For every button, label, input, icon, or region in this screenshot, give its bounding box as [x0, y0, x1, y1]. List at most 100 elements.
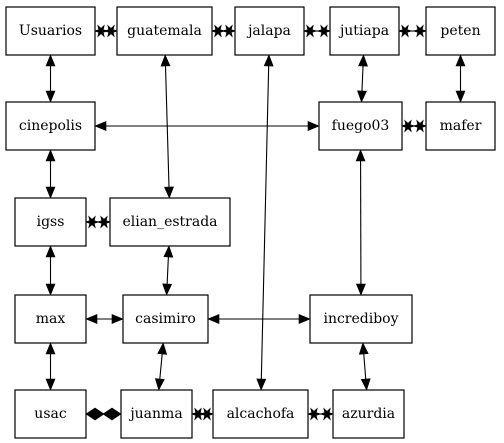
- node-label: Usuarios: [19, 23, 82, 39]
- edge-fuego03-incrediboy: [355, 149, 366, 296]
- diamond-head-icon: [102, 407, 122, 421]
- star-head-icon: [84, 215, 100, 229]
- arrow-head-icon: [111, 314, 124, 324]
- node-max: max: [14, 294, 87, 344]
- edge-usuarios-guatemala: [93, 24, 119, 38]
- edge-jutiapa-peten: [397, 24, 428, 38]
- node-box: [332, 389, 405, 439]
- node-igss: igss: [14, 197, 87, 247]
- node-box: [109, 197, 231, 247]
- arrow-head-icon: [455, 90, 466, 103]
- arrow-head-icon: [298, 314, 311, 324]
- star-head-icon: [306, 407, 322, 421]
- edge-cinepolis-igss: [45, 149, 56, 199]
- arrow-head-icon: [45, 283, 56, 296]
- node-box: [14, 197, 87, 247]
- node-casimiro: casimiro: [122, 294, 209, 344]
- arrow-head-icon: [358, 54, 368, 67]
- edge-elian_estrada-casimiro: [162, 245, 174, 296]
- node-peten: peten: [425, 6, 496, 56]
- edge-line: [159, 351, 163, 382]
- edge-line: [260, 63, 270, 382]
- node-jalapa: jalapa: [234, 6, 305, 56]
- node-box: [14, 294, 87, 344]
- edge-line: [363, 351, 367, 382]
- node-label: mafer: [440, 118, 482, 134]
- node-box: [309, 294, 413, 344]
- arrow-head-icon: [45, 149, 56, 162]
- node-fuego03: fuego03: [318, 101, 403, 151]
- node-label: jalapa: [246, 23, 291, 39]
- edge-jalapa-jutiapa: [302, 24, 332, 38]
- node-label: elian_estrada: [122, 214, 217, 230]
- node-box: [318, 101, 403, 151]
- star-head-icon: [319, 407, 335, 421]
- node-incrediboy: incrediboy: [309, 294, 413, 344]
- arrow-head-icon: [263, 54, 274, 67]
- node-cinepolis: cinepolis: [5, 101, 96, 151]
- node-box: [425, 101, 496, 151]
- edge-incrediboy-azurdia: [358, 342, 371, 391]
- arrow-head-icon: [455, 54, 466, 67]
- node-alcachofa: alcachofa: [212, 389, 309, 439]
- edge-cinepolis-fuego03: [94, 121, 320, 131]
- edge-fuego03-mafer: [400, 119, 428, 133]
- node-label: guatemala: [127, 23, 202, 39]
- arrow-head-icon: [45, 54, 56, 67]
- nodes-layer: Usuarios guatemala jalapa jutiapa peten cinep…: [5, 6, 496, 439]
- star-head-icon: [412, 24, 428, 38]
- edge-usac-juanma: [85, 407, 122, 421]
- node-usac: usac: [14, 389, 87, 439]
- arrow-head-icon: [45, 90, 56, 103]
- node-label: fuego03: [332, 118, 390, 134]
- node-jutiapa: jutiapa: [329, 6, 400, 56]
- arrow-head-icon: [207, 314, 220, 324]
- arrow-head-icon: [45, 186, 56, 199]
- star-head-icon: [316, 24, 332, 38]
- star-head-icon: [190, 407, 206, 421]
- edges-layer: [45, 24, 466, 421]
- node-box: [329, 6, 400, 56]
- node-box: [425, 6, 496, 56]
- edge-usuarios-cinepolis: [45, 54, 56, 103]
- arrow-head-icon: [94, 121, 107, 131]
- diamond-head-icon: [85, 407, 105, 421]
- node-juanma: juanma: [120, 389, 193, 439]
- arrow-head-icon: [45, 378, 56, 391]
- node-elian-estrada: elian_estrada: [109, 197, 231, 247]
- arrow-head-icon: [355, 149, 366, 162]
- node-box: [212, 389, 309, 439]
- edge-max-casimiro: [85, 314, 124, 324]
- edge-peten-mafer: [455, 54, 466, 103]
- edge-igss-max: [45, 245, 56, 296]
- node-label: juanma: [128, 406, 182, 422]
- node-box: [116, 6, 213, 56]
- edge-max-usac: [45, 342, 56, 391]
- arrow-head-icon: [307, 121, 320, 131]
- arrow-head-icon: [157, 342, 168, 355]
- node-label: peten: [440, 23, 480, 39]
- node-box: [14, 389, 87, 439]
- arrow-head-icon: [160, 54, 171, 67]
- star-head-icon: [400, 119, 416, 133]
- node-box: [5, 101, 96, 151]
- node-label: jutiapa: [338, 23, 389, 39]
- arrow-head-icon: [163, 245, 174, 258]
- node-label: usac: [34, 406, 67, 422]
- arrow-head-icon: [154, 378, 165, 391]
- node-label: max: [36, 311, 66, 327]
- arrow-head-icon: [358, 342, 369, 355]
- edge-igss-elian_estrada: [84, 215, 112, 229]
- arrow-head-icon: [360, 378, 371, 391]
- node-label: azurdia: [342, 406, 395, 422]
- arrow-head-icon: [164, 186, 174, 199]
- node-label: alcachofa: [227, 406, 295, 422]
- node-guatemala: guatemala: [116, 6, 213, 56]
- edge-jalapa-alcachofa: [256, 54, 274, 391]
- node-label: igss: [37, 214, 65, 230]
- node-box: [234, 6, 305, 56]
- edge-casimiro-juanma: [154, 342, 168, 391]
- node-label: cinepolis: [19, 118, 82, 134]
- star-head-icon: [397, 24, 413, 38]
